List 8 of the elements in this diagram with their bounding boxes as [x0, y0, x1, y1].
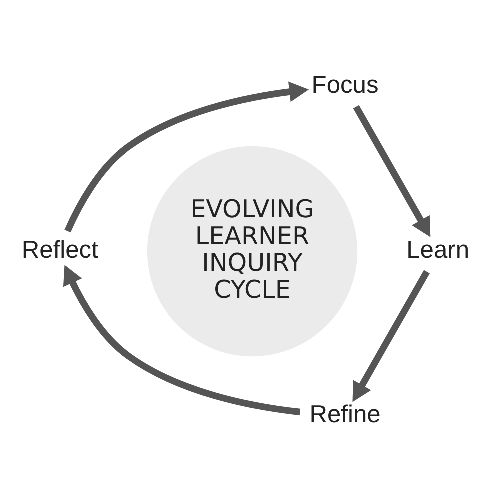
- arrow: [64, 81, 310, 232]
- arrow: [353, 104, 431, 237]
- arrow: [63, 264, 301, 416]
- node-text: Learn: [406, 236, 470, 264]
- node-text: Focus: [312, 71, 379, 98]
- arrow: [352, 270, 430, 402]
- node-text: Reflect: [22, 236, 98, 264]
- node-text: Refine: [310, 401, 381, 428]
